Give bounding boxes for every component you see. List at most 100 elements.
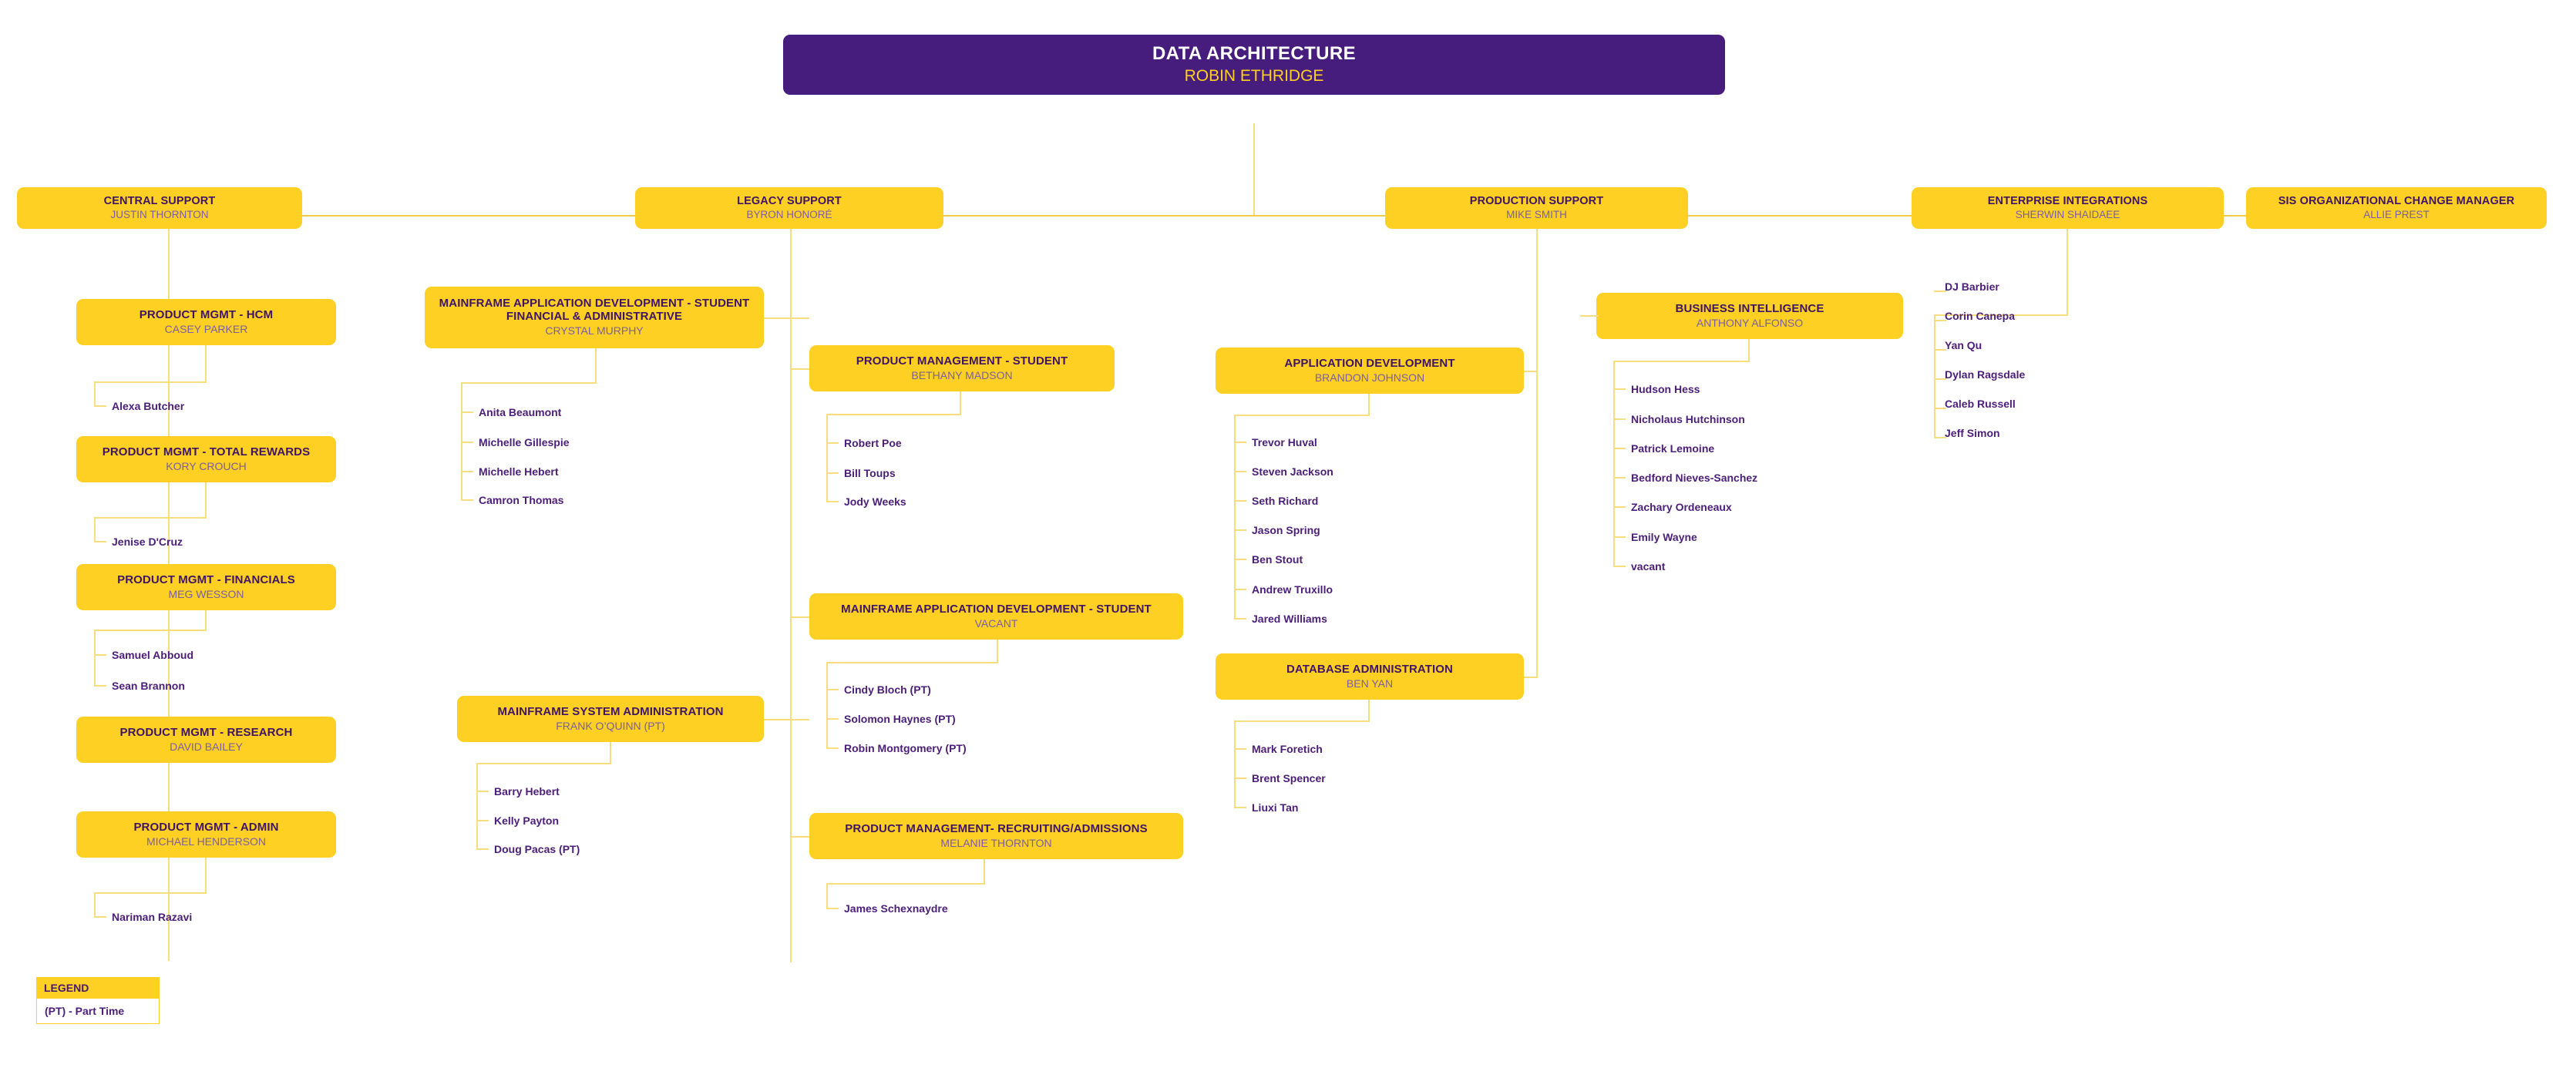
connector-pms-cross [826,414,961,415]
connector-bi-stem [1580,315,1582,317]
connector-msa-rail [476,763,478,849]
node-unit-mainframe-system-admin-title: MAINFRAME SYSTEM ADMINISTRATION [497,704,724,718]
node-unit-application-development[interactable]: APPLICATION DEVELOPMENT BRANDON JOHNSON [1216,348,1524,394]
connector-ei-tick-1 [1934,320,1946,321]
leaf-emily-wayne: Emily Wayne [1631,531,1697,543]
connector-hcm-down [205,345,207,382]
leaf-jason-spring: Jason Spring [1252,524,1320,536]
leaf-jeff-simon: Jeff Simon [1945,427,2000,439]
node-unit-business-intelligence[interactable]: BUSINESS INTELLIGENCE ANTHONY ALFONSO [1596,293,1903,339]
connector-ei-tick-5 [1934,437,1946,438]
connector-stub-pm-recruiting [790,836,809,838]
connector-dba-down [1368,700,1370,721]
connector-msa-tick-2 [476,848,489,850]
connector-dba-cross [1234,720,1370,722]
node-dept-central-support[interactable]: CENTRAL SUPPORT JUSTIN THORNTON [17,187,302,229]
connector-root-stem [1253,123,1255,216]
node-root-title: DATA ARCHITECTURE [1152,42,1357,64]
connector-appdev-down [1368,394,1370,415]
connector-sfa-rail [461,382,462,500]
leaf-michelle-hebert: Michelle Hebert [479,465,559,478]
node-unit-product-management-recruiting[interactable]: PRODUCT MANAGEMENT- RECRUITING/ADMISSION… [809,813,1183,859]
leaf-ben-stout: Ben Stout [1252,553,1303,566]
node-unit-mainframe-app-dev-student[interactable]: MAINFRAME APPLICATION DEVELOPMENT - STUD… [809,593,1183,640]
connector-bi-tick-0 [1613,388,1626,390]
leaf-trevor-huval: Trevor Huval [1252,436,1317,448]
node-unit-product-mgmt-research[interactable]: PRODUCT MGMT - RESEARCH DAVID BAILEY [76,717,336,763]
connector-sfa-cross [461,382,597,384]
connector-bi-tick-2 [1613,448,1626,449]
node-unit-product-management-student-title: PRODUCT MANAGEMENT - STUDENT [856,354,1068,368]
connector-pmr-tick-0 [826,908,839,909]
node-dept-sis-change-manager[interactable]: SIS ORGANIZATIONAL CHANGE MANAGER ALLIE … [2246,187,2547,229]
node-unit-product-management-student-name: BETHANY MADSON [911,368,1013,381]
node-unit-product-mgmt-total-rewards[interactable]: PRODUCT MGMT - TOTAL REWARDS KORY CROUCH [76,436,336,482]
connector-ei-tick-3 [1934,378,1946,380]
leaf-jenise-dcruz: Jenise D'Cruz [112,536,183,548]
connector-bi-tick-1 [1613,418,1626,420]
connector-pmr-rail [826,883,828,908]
leaf-bedford-nieves-sanchez: Bedford Nieves-Sanchez [1631,472,1758,484]
connector-appdev-in [1524,371,1538,372]
connector-appdev-tick-1 [1234,471,1246,472]
leaf-steven-jackson: Steven Jackson [1252,465,1333,478]
connector-msa-cross [476,763,611,764]
node-unit-product-mgmt-hcm-title: PRODUCT MGMT - HCM [139,307,274,321]
node-unit-product-mgmt-research-title: PRODUCT MGMT - RESEARCH [119,725,293,739]
legend-entry-part-time: (PT) - Part Time [36,999,160,1024]
node-dept-sis-change-manager-title: SIS ORGANIZATIONAL CHANGE MANAGER [2278,195,2515,208]
leaf-jared-williams: Jared Williams [1252,613,1327,625]
leaf-anita-beaumont: Anita Beaumont [479,406,562,418]
connector-appdev-tick-0 [1234,442,1246,443]
leaf-camron-thomas: Camron Thomas [479,494,564,506]
connector-appdev-tick-6 [1234,618,1246,620]
connector-msa-tick-1 [476,820,489,821]
connector-stub-mad-student [790,616,809,618]
node-dept-central-support-title: CENTRAL SUPPORT [103,195,216,208]
node-unit-product-management-student[interactable]: PRODUCT MANAGEMENT - STUDENT BETHANY MAD… [809,345,1115,391]
connector-appdev-tick-4 [1234,559,1246,560]
connector-ei-cross [1934,314,2068,316]
node-dept-enterprise-integrations[interactable]: ENTERPRISE INTEGRATIONS SHERWIN SHAIDAEE [1912,187,2224,229]
connector-pms-rail [826,414,828,502]
connector-sfa-tick-1 [461,442,473,443]
node-unit-product-mgmt-financials[interactable]: PRODUCT MGMT - FINANCIALS MEG WESSON [76,564,336,610]
connector-appdev-rail [1234,415,1236,618]
node-unit-business-intelligence-name: ANTHONY ALFONSO [1696,316,1804,329]
connector-bi-in [1580,315,1599,317]
leaf-barry-hebert: Barry Hebert [494,785,560,798]
node-dept-legacy-support[interactable]: LEGACY SUPPORT BYRON HONORÉ [635,187,943,229]
connector-pmr-down [984,859,985,884]
leaf-corin-canepa: Corin Canepa [1945,310,2016,322]
connector-fin-tick-1 [94,685,106,687]
node-unit-mainframe-system-admin[interactable]: MAINFRAME SYSTEM ADMINISTRATION FRANK O’… [457,696,764,742]
node-unit-database-administration[interactable]: DATABASE ADMINISTRATION BEN YAN [1216,653,1524,700]
leaf-nariman-razavi: Nariman Razavi [112,911,193,923]
connector-sfa-down [595,348,597,383]
leaf-andrew-truxillo: Andrew Truxillo [1252,583,1333,596]
connector-ei-tick-4 [1934,408,1946,409]
node-dept-production-support[interactable]: PRODUCTION SUPPORT MIKE SMITH [1385,187,1688,229]
connector-hcm-cross [94,381,207,383]
node-unit-mainframe-app-dev-sfa[interactable]: MAINFRAME APPLICATION DEVELOPMENT - STUD… [425,287,764,348]
node-unit-mainframe-app-dev-sfa-name: CRYSTAL MURPHY [545,324,644,338]
connector-fin-tick-0 [94,654,106,656]
node-dept-production-support-title: PRODUCTION SUPPORT [1469,195,1604,208]
connector-admin-tick-0 [94,916,106,918]
connector-drop-production [1536,215,1538,677]
connector-appdev-tick-2 [1234,500,1246,502]
connector-pms-down [960,391,961,415]
leaf-nicholaus-hutchinson: Nicholaus Hutchinson [1631,413,1745,425]
connector-admin-cross [94,892,207,894]
connector-mads-down [997,640,998,663]
node-root[interactable]: DATA ARCHITECTURE ROBIN ETHRIDGE [783,35,1725,95]
leaf-patrick-lemoine: Patrick Lemoine [1631,442,1715,455]
legend-heading: LEGEND [36,977,160,999]
node-unit-mainframe-app-dev-student-title: MAINFRAME APPLICATION DEVELOPMENT - STUD… [841,602,1152,616]
leaf-yan-qu: Yan Qu [1945,339,1982,351]
connector-mads-tick-0 [826,689,839,690]
node-unit-product-mgmt-hcm-name: CASEY PARKER [164,322,248,335]
node-unit-product-mgmt-hcm[interactable]: PRODUCT MGMT - HCM CASEY PARKER [76,299,336,345]
node-unit-product-mgmt-admin[interactable]: PRODUCT MGMT - ADMIN MICHAEL HENDERSON [76,811,336,858]
